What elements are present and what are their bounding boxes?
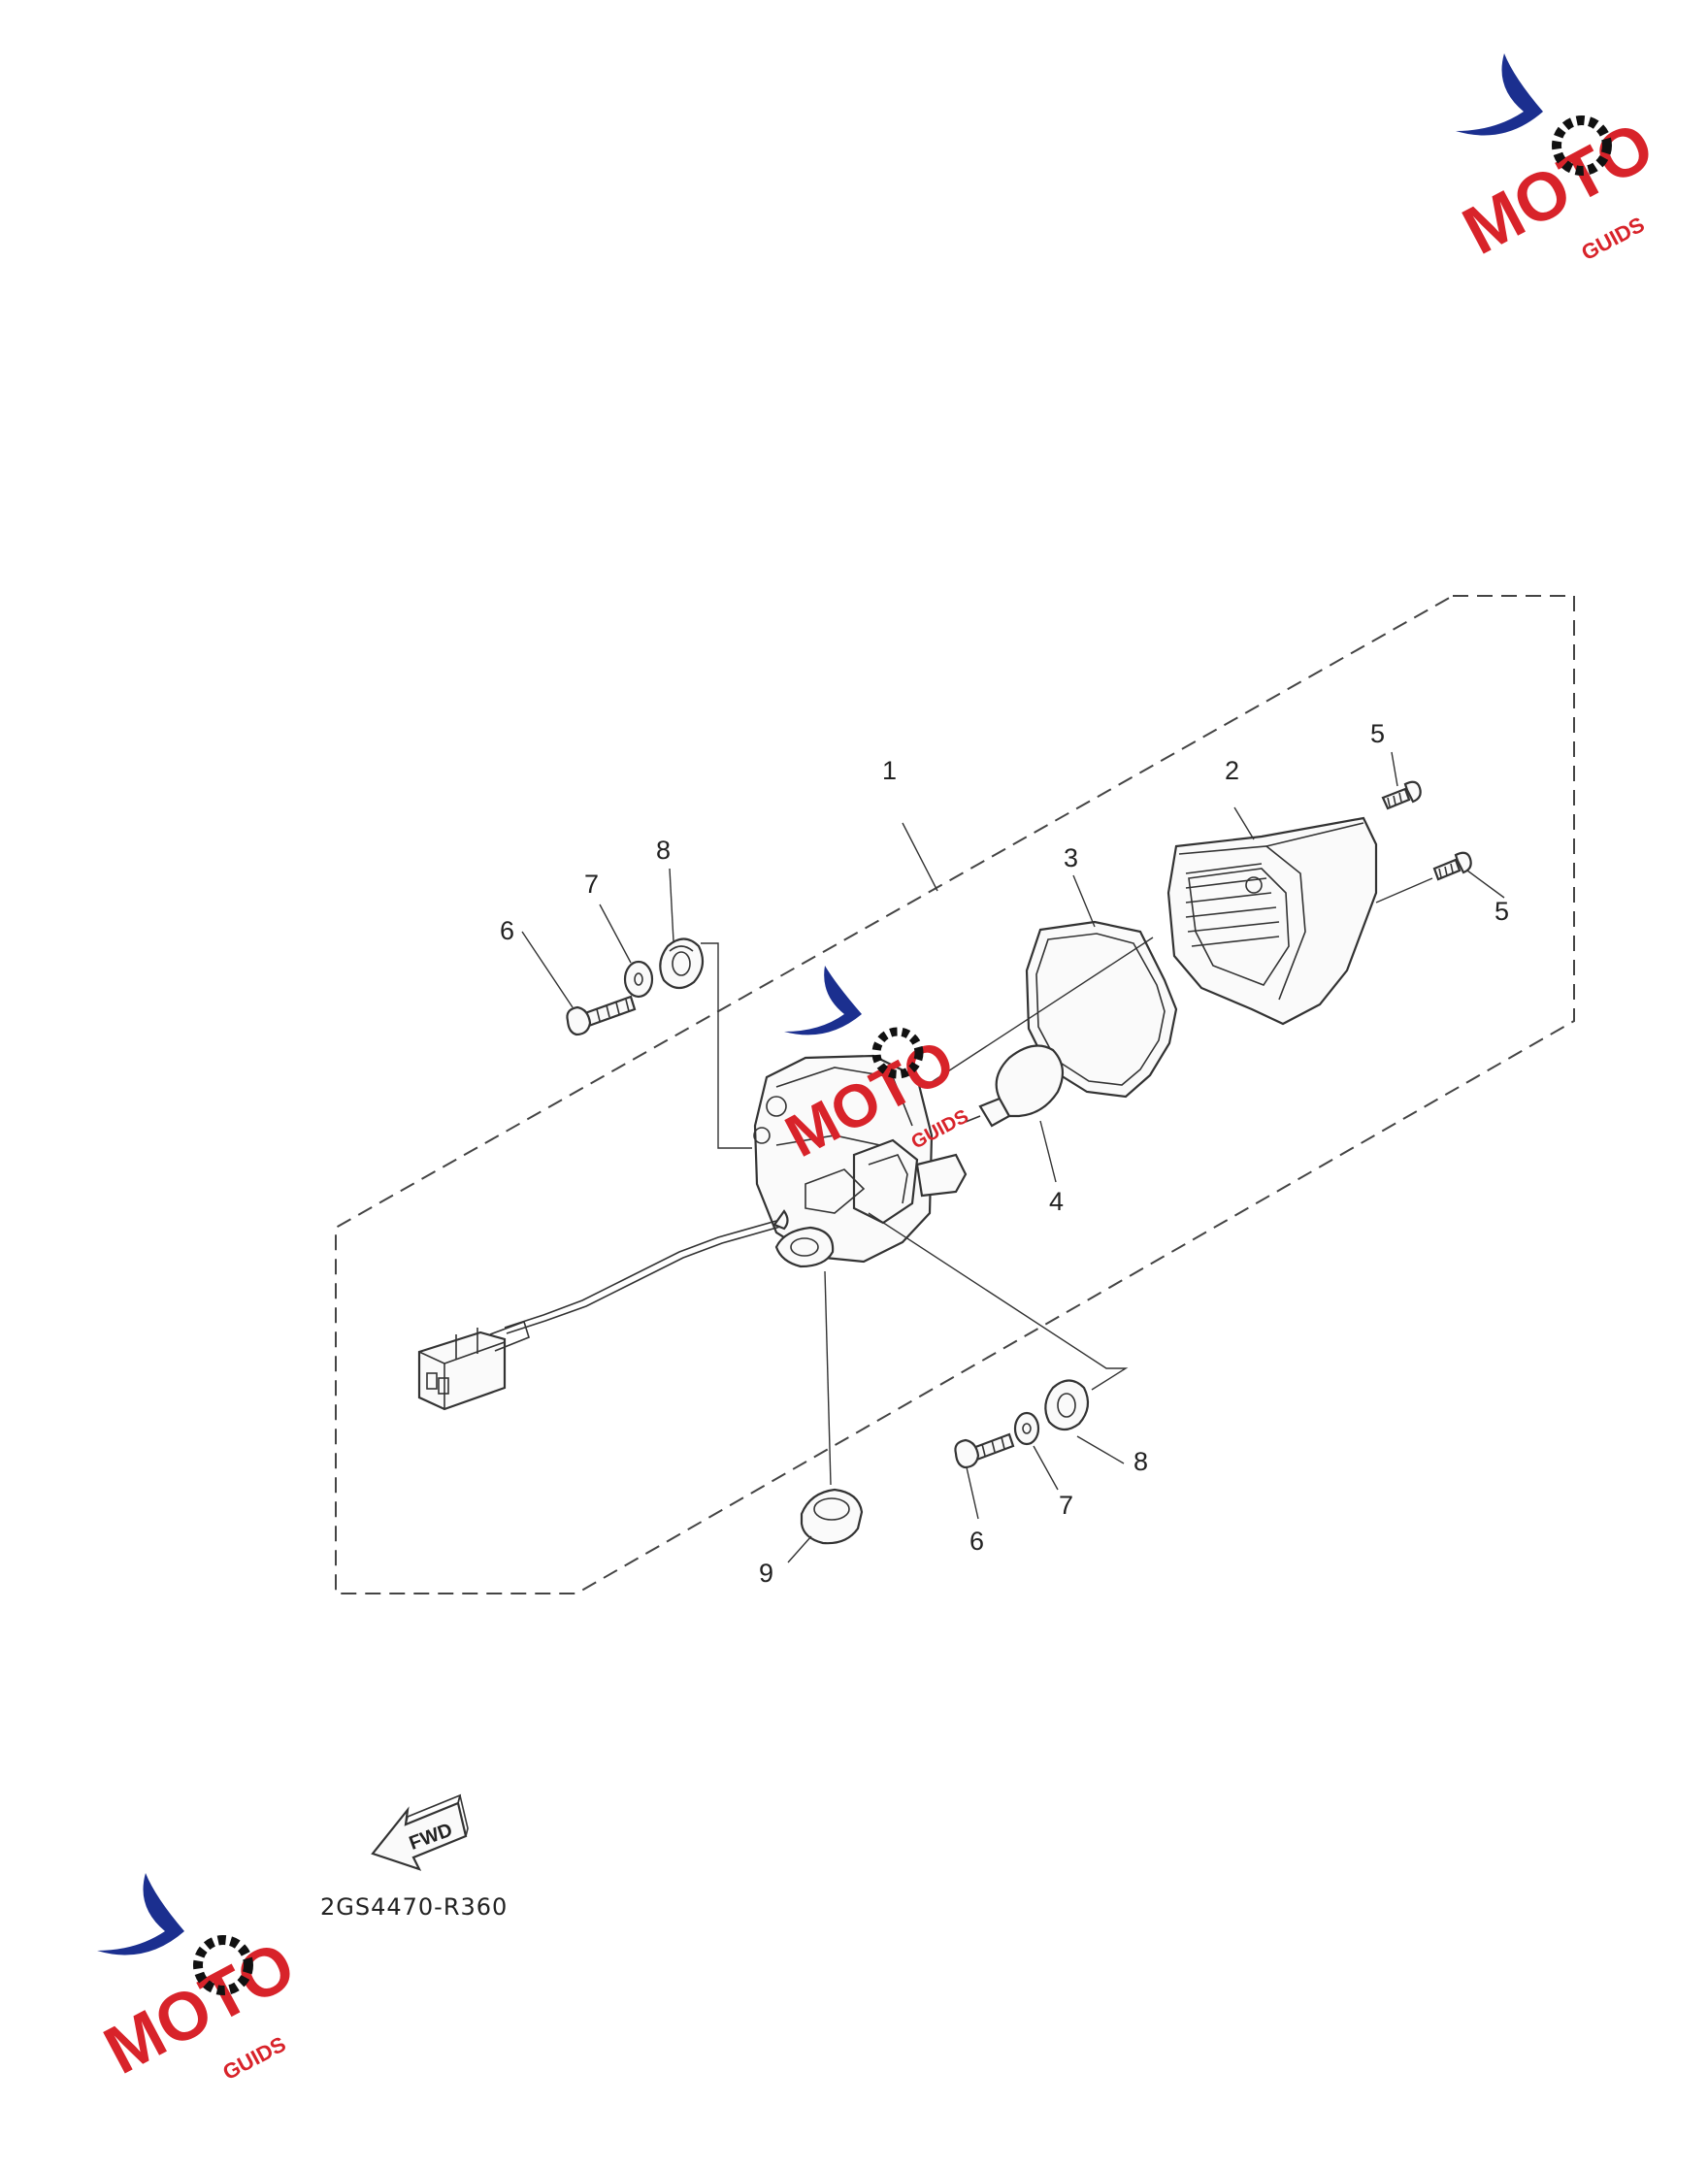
callout-5-upper: 5	[1370, 719, 1385, 748]
moto-guids-logo-top-right: MOTO GUIDS	[1451, 53, 1665, 269]
callout-2: 2	[1225, 756, 1239, 785]
callout-3: 3	[1064, 843, 1078, 872]
callout-1: 1	[882, 756, 897, 785]
grommet-part-9	[800, 1488, 864, 1545]
screw-part-5-lower	[1432, 851, 1472, 881]
screw-part-6-lower	[954, 1432, 1015, 1469]
leader-lines	[521, 751, 1505, 1563]
bulb-part-4	[965, 1044, 1065, 1128]
svg-text:GUIDS: GUIDS	[1577, 212, 1648, 265]
grommet-part-8-lower	[1044, 1379, 1090, 1431]
screw-part-6-upper	[566, 995, 637, 1036]
washer-part-7-upper	[623, 960, 654, 999]
callout-7-upper: 7	[584, 870, 599, 899]
callout-9: 9	[759, 1559, 773, 1588]
callout-8-upper: 8	[656, 836, 671, 865]
svg-text:GUIDS: GUIDS	[218, 2031, 289, 2085]
callout-6-upper: 6	[500, 916, 514, 945]
diagram-code: 2GS4470-R360	[320, 1893, 508, 1921]
lens-part-2	[1166, 816, 1378, 1026]
washer-part-7-lower	[1013, 1411, 1040, 1446]
wire-connector	[417, 1320, 530, 1411]
screw-part-5-upper	[1381, 780, 1422, 810]
callout-6-lower: 6	[969, 1527, 984, 1556]
gasket-part-3	[1025, 920, 1178, 1099]
callout-5-lower: 5	[1494, 897, 1509, 926]
grommet-part-8-upper	[659, 937, 705, 990]
callout-7-lower: 7	[1059, 1491, 1073, 1520]
callout-4: 4	[1049, 1187, 1064, 1216]
assembly-boundary	[335, 595, 1575, 1594]
forward-arrow-icon: FWD	[371, 1793, 469, 1871]
moto-guids-logo-bottom-left: MOTO GUIDS	[92, 1873, 307, 2088]
callout-8-lower: 8	[1133, 1447, 1148, 1476]
callout-labels: 1 2 3 4 5 5 6 6 7 7 8 8 9	[500, 719, 1509, 1588]
